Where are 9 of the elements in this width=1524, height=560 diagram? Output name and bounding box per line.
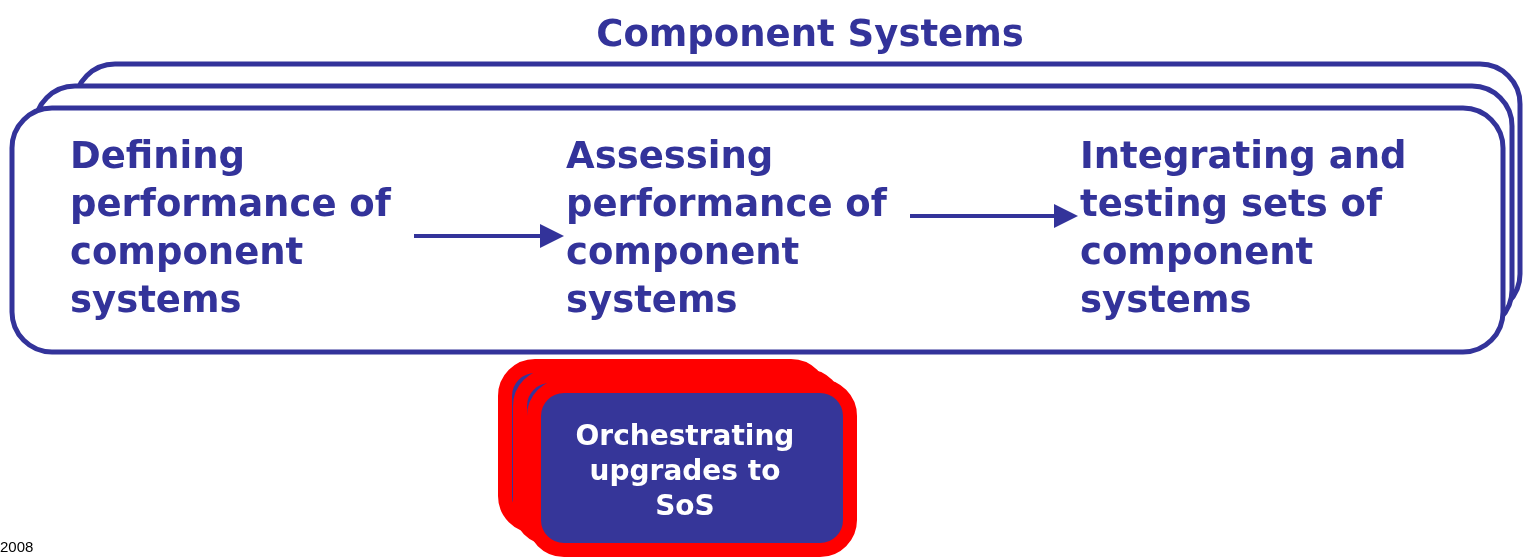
arrow (910, 204, 1078, 228)
step-text: Defining performance of component systems (70, 132, 410, 332)
arrow (414, 224, 564, 248)
step-text: Integrating and testing sets of component systems (1080, 132, 1470, 332)
step-text: Assessing performance of component systems (566, 132, 906, 332)
year-note: 2008 (0, 538, 34, 555)
stacked-card (496, 358, 860, 558)
heading: Component Systems (596, 11, 1024, 57)
card-text: Orchestrating upgrades to SoS (574, 418, 796, 523)
